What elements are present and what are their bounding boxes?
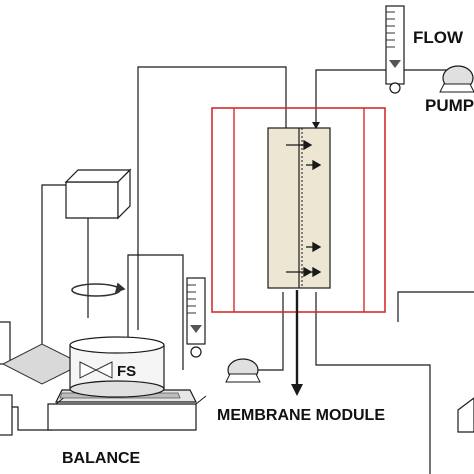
pipe-pump-to-flowmeter: [404, 69, 447, 83]
pipe-module-to-right-tank: [315, 292, 431, 474]
flow-label: FLOW: [413, 28, 464, 47]
pipe-flowmeter-to-module-top: [315, 69, 392, 110]
fs-label: FS: [117, 363, 137, 380]
left-edge-device: [0, 321, 11, 365]
rotation-arrow-icon: [71, 282, 126, 297]
pipes: [0, 66, 474, 474]
membrane-module-label: MEMBRANE MODULE: [217, 407, 385, 424]
pump-draw-icon: [439, 65, 474, 93]
fs-tank: [69, 336, 165, 398]
pump-label: PUMP: [425, 96, 474, 115]
pipe-right-upper: [397, 291, 474, 322]
flowmeter-draw: [385, 5, 405, 94]
flux-arrows: [286, 139, 322, 278]
controller-box: [64, 168, 132, 220]
impeller-left-blade: [79, 361, 98, 379]
pump-feed-icon: [225, 358, 261, 383]
balance-label: BALANCE: [62, 450, 141, 467]
pipe-fs-to-right-flowmeter: [127, 254, 184, 370]
module-frame: [211, 107, 386, 313]
pipe-draw-to-module-top: [137, 66, 287, 330]
wire-mixer-to-controller: [41, 184, 66, 344]
pipe-right-pump-to-module: [258, 292, 284, 371]
right-tank: [457, 397, 474, 433]
membrane-module: [211, 107, 386, 396]
left-bottom-device: [0, 394, 13, 436]
impeller-right-blade: [94, 361, 113, 379]
flowmeter-feed: [186, 277, 206, 358]
